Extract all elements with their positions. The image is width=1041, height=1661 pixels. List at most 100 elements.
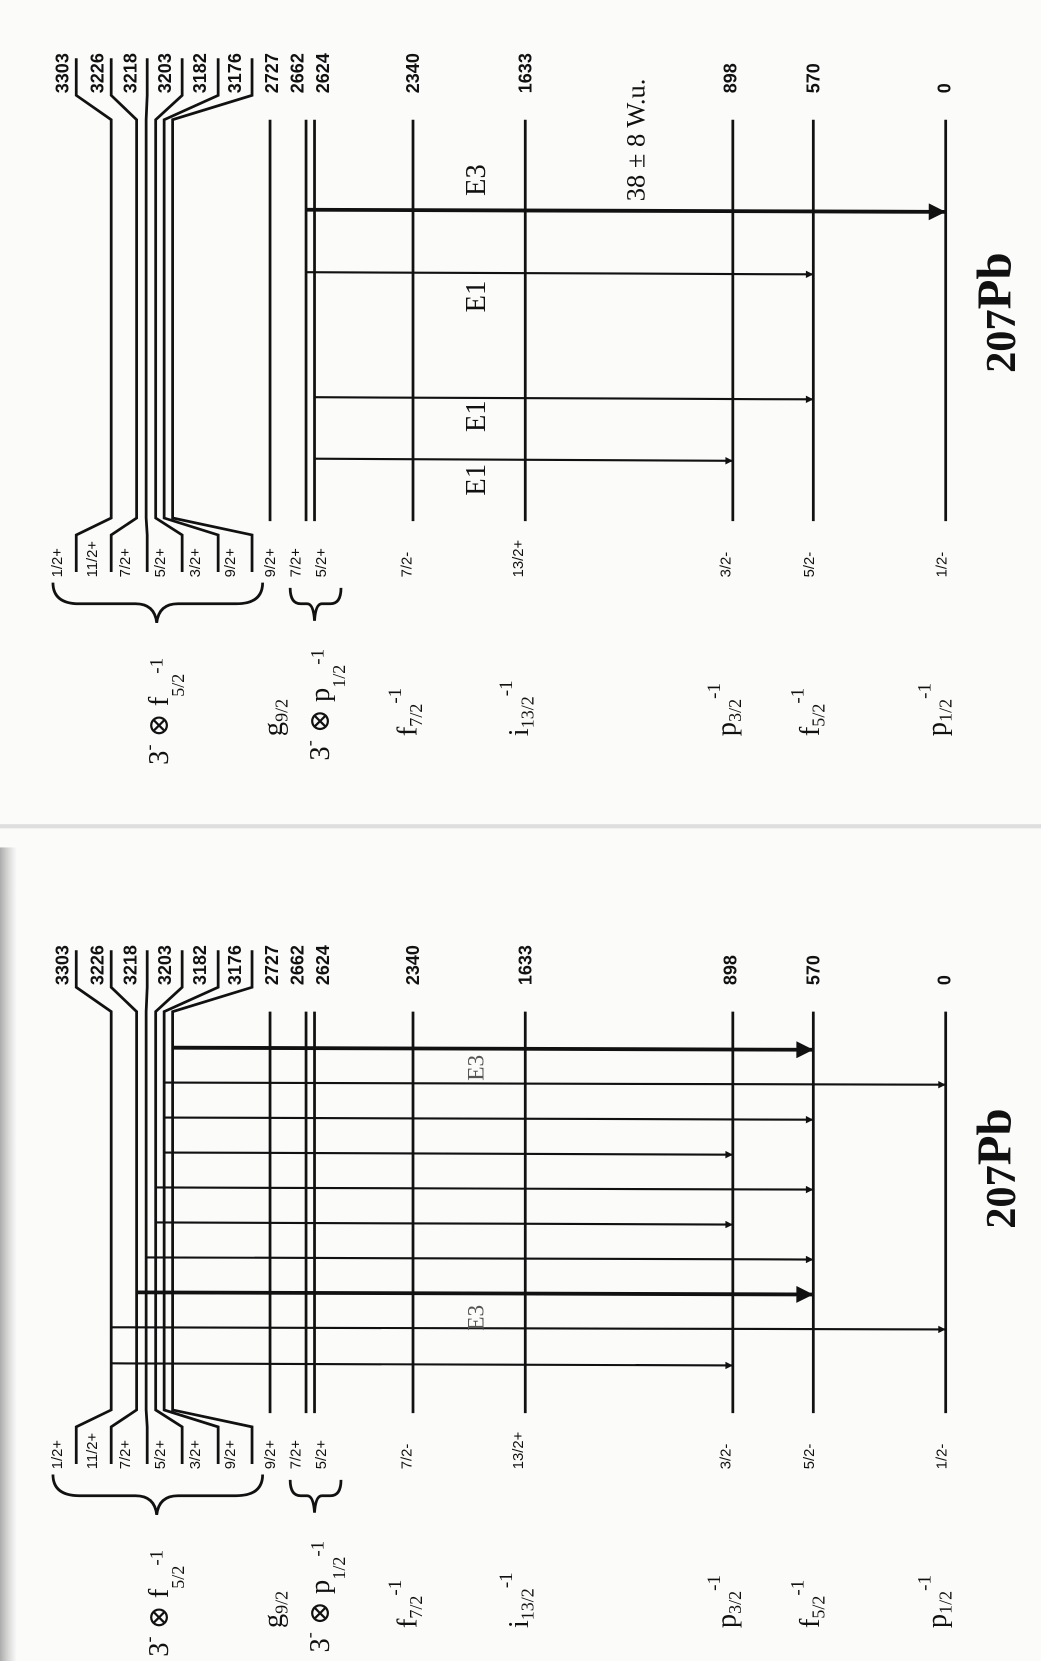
level-spin-label: 7/2+ (289, 1440, 305, 1469)
configuration-label: 3- ⊗ f5/2-1 (138, 658, 188, 765)
multiplet-level-line (171, 950, 254, 1464)
level-energy-label: 898 (721, 63, 741, 93)
configuration-label: i13/2-1 (496, 1572, 538, 1628)
configuration-label: 3- ⊗ p1/2-1 (299, 1541, 349, 1653)
configuration-label-part: -1 (146, 1550, 167, 1566)
gamma-transition-arrow (146, 1255, 814, 1264)
level-energy-label: 3218 (120, 53, 140, 93)
configuration-label-part: - (299, 740, 319, 746)
configuration-label-part: 3 (304, 746, 335, 760)
level-spin-label: 11/2+ (85, 541, 101, 577)
configuration-label-part: p (922, 722, 953, 736)
level-spin-label: 7/2+ (118, 1440, 134, 1469)
level-spin-label: 5/2+ (314, 548, 330, 577)
configuration-label-part: -1 (385, 688, 406, 704)
multiplet-level-line (74, 58, 113, 573)
configuration-label-part: 1/2 (329, 1557, 349, 1580)
multiplet-level-line (109, 58, 138, 573)
configuration-label-part: p (922, 1614, 953, 1628)
scan-shadow-left (0, 847, 17, 1661)
multiplet-level-line (171, 58, 254, 573)
configuration-label: p3/2-1 (703, 1575, 745, 1628)
configuration-label-part: 1/2 (329, 665, 349, 688)
level-energy-label: 898 (721, 955, 741, 985)
configuration-label: f7/2-1 (385, 688, 427, 736)
level-energy-label: 3303 (52, 945, 72, 985)
configuration-label-part: 1/2 (936, 1591, 956, 1614)
configuration-label-part: -1 (787, 688, 808, 704)
configuration-label-part: f (392, 726, 423, 736)
configuration-label-part: 3/2 (725, 1591, 745, 1614)
multiplet-level-line (154, 950, 184, 1464)
level-spin-label: 1/2+ (50, 548, 66, 577)
configuration-label-part: -1 (703, 1575, 724, 1591)
level-spin-label: 3/2- (718, 1444, 734, 1470)
configuration-label-part: 5/2 (168, 674, 188, 697)
level-energy-label: 2340 (403, 945, 423, 985)
configuration-label-part: 3/2 (725, 699, 745, 722)
level-energy-label: 2340 (403, 53, 423, 93)
configuration-label-part: 3 (143, 751, 174, 765)
nucleus-label: 207Pb (967, 252, 1024, 372)
level-spin-label: 3/2- (718, 552, 734, 578)
multipolarity-label: E3 (461, 164, 492, 196)
configuration-label-part: -1 (787, 1580, 808, 1596)
configuration-label-part: - (299, 1632, 319, 1638)
level-energy-label: 3182 (190, 53, 210, 93)
level-energy-label: 2662 (288, 53, 308, 93)
doublet-brace (288, 587, 343, 621)
level-energy-label: 2662 (288, 945, 308, 985)
level-energy-label: 570 (803, 63, 823, 93)
level-energy-label: 3176 (225, 53, 245, 93)
configuration-label-part: -1 (914, 683, 935, 699)
multiplet-level-line (74, 950, 113, 1464)
configuration-label-part: i (503, 1620, 534, 1628)
level-spin-label: 3/2+ (188, 1440, 204, 1469)
level-energy-label: 1633 (515, 53, 535, 93)
configuration-label-part: f (795, 726, 826, 736)
configuration-label-part: 7/2 (406, 704, 426, 727)
configuration-label-part: i (503, 728, 534, 736)
multipolarity-label: E1 (461, 400, 492, 432)
configuration-label-part: g (258, 722, 289, 736)
multiplet-level-line (162, 950, 220, 1464)
configuration-label-part: 5/2 (168, 1566, 188, 1589)
multipolarity-label: E1 (461, 281, 492, 313)
level-energy-label: 3182 (190, 945, 210, 985)
nucleus-mass-number: 207 (977, 1165, 1024, 1229)
gamma-transition-arrow (314, 457, 733, 465)
level-spin-label: 11/2+ (85, 1433, 101, 1469)
configuration-label: p3/2-1 (703, 683, 745, 736)
level-spin-label: 1/2- (935, 1444, 951, 1470)
level-spin-label: 13/2+ (511, 1432, 527, 1469)
level-spin-label: 5/2+ (153, 1440, 169, 1469)
nucleus-symbol: Pb (967, 1108, 1021, 1165)
configuration-label-part: ⊗ f (143, 1588, 174, 1636)
level-energy-label: 3203 (155, 945, 175, 985)
level-spin-label: 5/2+ (153, 548, 169, 577)
level-energy-label: 3303 (52, 53, 72, 93)
configuration-label-part: 3 (143, 1642, 174, 1656)
configuration-label-part: p (711, 1614, 742, 1628)
level-spin-label: 1/2- (935, 552, 951, 578)
page-fold (0, 824, 1041, 829)
multipolarity-label: E3 (464, 1055, 490, 1081)
multiplet-brace (51, 1474, 265, 1516)
level-spin-label: 5/2- (802, 552, 818, 578)
configuration-label: f5/2-1 (787, 1580, 829, 1628)
level-energy-label: 1633 (515, 945, 535, 985)
multiplet-brace (51, 582, 265, 624)
configuration-label-part: -1 (307, 649, 328, 665)
level-scheme-panel-top: 33031/2+322611/2+32187/2+32035/2+31823/2… (50, 53, 1024, 765)
level-spin-label: 7/2- (400, 552, 416, 578)
level-energy-label: 3176 (225, 945, 245, 985)
level-energy-label: 3203 (155, 53, 175, 93)
configuration-label-part: 5/2 (809, 704, 829, 727)
configuration-label-part: p (711, 722, 742, 736)
configuration-label-part: ⊗ f (143, 696, 174, 744)
configuration-label-part: ⊗ p (304, 688, 335, 741)
configuration-label-part: 9/2 (272, 699, 292, 722)
level-spin-label: 5/2+ (314, 1440, 330, 1469)
gamma-transition-arrow (172, 1041, 814, 1059)
